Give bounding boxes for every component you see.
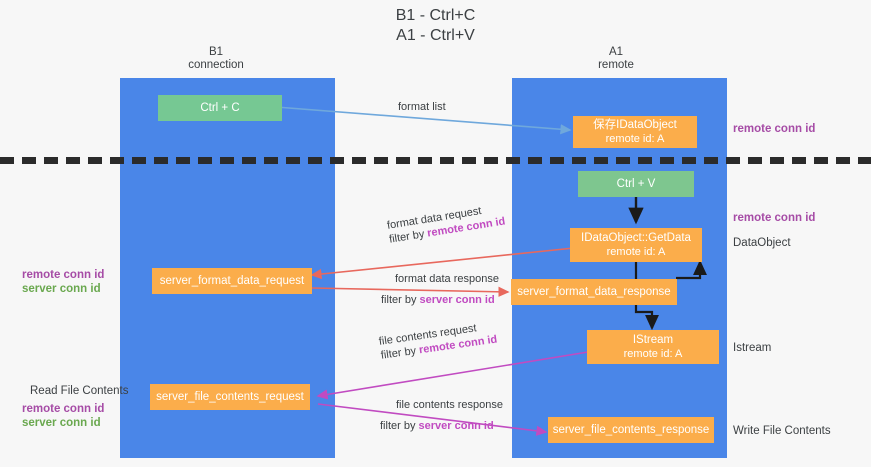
column-header-b1-name: B1: [208, 46, 224, 58]
annotation-right-write-file-contents: Write File Contents: [733, 425, 831, 437]
edge-label-format-data-response: format data response filter by server co…: [381, 272, 499, 307]
node-ctrl-c[interactable]: Ctrl + C: [158, 95, 282, 121]
edge-label-format-list-text: format list: [398, 101, 446, 113]
node-server-format-data-request[interactable]: server_format_data_request: [152, 268, 312, 294]
annotation-left-remote-conn-id-bot: remote conn id: [22, 403, 105, 415]
column-header-b1-role: connection: [188, 59, 244, 71]
column-header-a1-name: A1: [608, 46, 624, 58]
node-server-file-contents-response-label: server_file_contents_response: [552, 424, 710, 436]
annotation-right-remote-conn-id-top: remote conn id: [733, 123, 816, 135]
annotation-right-dataobject: DataObject: [733, 237, 791, 249]
edge-label-format-data-response-key: server conn id: [419, 294, 495, 306]
node-save-idataobject-line2: remote id: A: [605, 133, 665, 145]
title-line-2: A1 - Ctrl+V: [396, 27, 475, 44]
edge-label-file-contents-response-text: file contents response: [396, 399, 504, 411]
edge-label-format-data-request: format data request filter by remote con…: [386, 201, 506, 247]
annotation-left-server-conn-id-mid: server conn id: [22, 283, 101, 295]
node-server-file-contents-response[interactable]: server_file_contents_response: [548, 417, 714, 443]
node-save-idataobject[interactable]: 保存IDataObject remote id: A: [573, 116, 697, 148]
node-save-idataobject-line1: 保存IDataObject: [593, 119, 677, 131]
edge-label-file-contents-response-prefix: filter by: [380, 420, 419, 432]
node-server-format-data-response-label: server_format_data_response: [517, 286, 671, 298]
edge-label-format-list: format list: [398, 100, 446, 114]
page-title: B1 - Ctrl+C A1 - Ctrl+V: [0, 6, 871, 46]
edge-label-format-data-response-prefix: filter by: [381, 294, 420, 306]
edge-label-file-contents-response: file contents response filter by server …: [380, 398, 503, 433]
node-getdata-line1: IDataObject::GetData: [581, 232, 691, 244]
edge-label-file-contents-request-prefix: filter by: [380, 344, 420, 362]
node-idataobject-getdata[interactable]: IDataObject::GetData remote id: A: [570, 228, 702, 262]
column-header-b1: B1 connection: [144, 46, 288, 72]
phase-divider: [0, 157, 871, 164]
node-istream[interactable]: IStream remote id: A: [587, 330, 719, 364]
title-line-1: B1 - Ctrl+C: [395, 7, 476, 24]
node-ctrl-c-label: Ctrl + C: [200, 102, 240, 114]
annotation-left-remote-conn-id-mid: remote conn id: [22, 269, 105, 281]
column-header-a1-role: remote: [598, 59, 634, 71]
annotation-right-istream: Istream: [733, 342, 772, 354]
node-getdata-line2: remote id: A: [606, 246, 666, 258]
node-istream-line2: remote id: A: [623, 348, 683, 360]
annotation-left-server-conn-id-bot: server conn id: [22, 417, 101, 429]
node-server-file-contents-request[interactable]: server_file_contents_request: [150, 384, 310, 410]
annotation-right-remote-conn-id-mid: remote conn id: [733, 212, 816, 224]
edge-label-file-contents-request: file contents request filter by remote c…: [378, 319, 498, 363]
column-header-a1: A1 remote: [544, 46, 688, 72]
node-ctrl-v-label: Ctrl + V: [616, 178, 656, 190]
edge-label-format-data-response-text: format data response: [395, 273, 499, 285]
node-server-format-data-response[interactable]: server_format_data_response: [511, 279, 677, 305]
node-istream-line1: IStream: [632, 334, 674, 346]
node-server-file-contents-request-label: server_file_contents_request: [156, 391, 304, 403]
annotation-left-read-file-contents: Read File Contents: [30, 385, 129, 397]
node-ctrl-v[interactable]: Ctrl + V: [578, 171, 694, 197]
node-server-format-data-request-label: server_format_data_request: [159, 275, 305, 287]
edge-label-file-contents-response-key: server conn id: [418, 420, 494, 432]
